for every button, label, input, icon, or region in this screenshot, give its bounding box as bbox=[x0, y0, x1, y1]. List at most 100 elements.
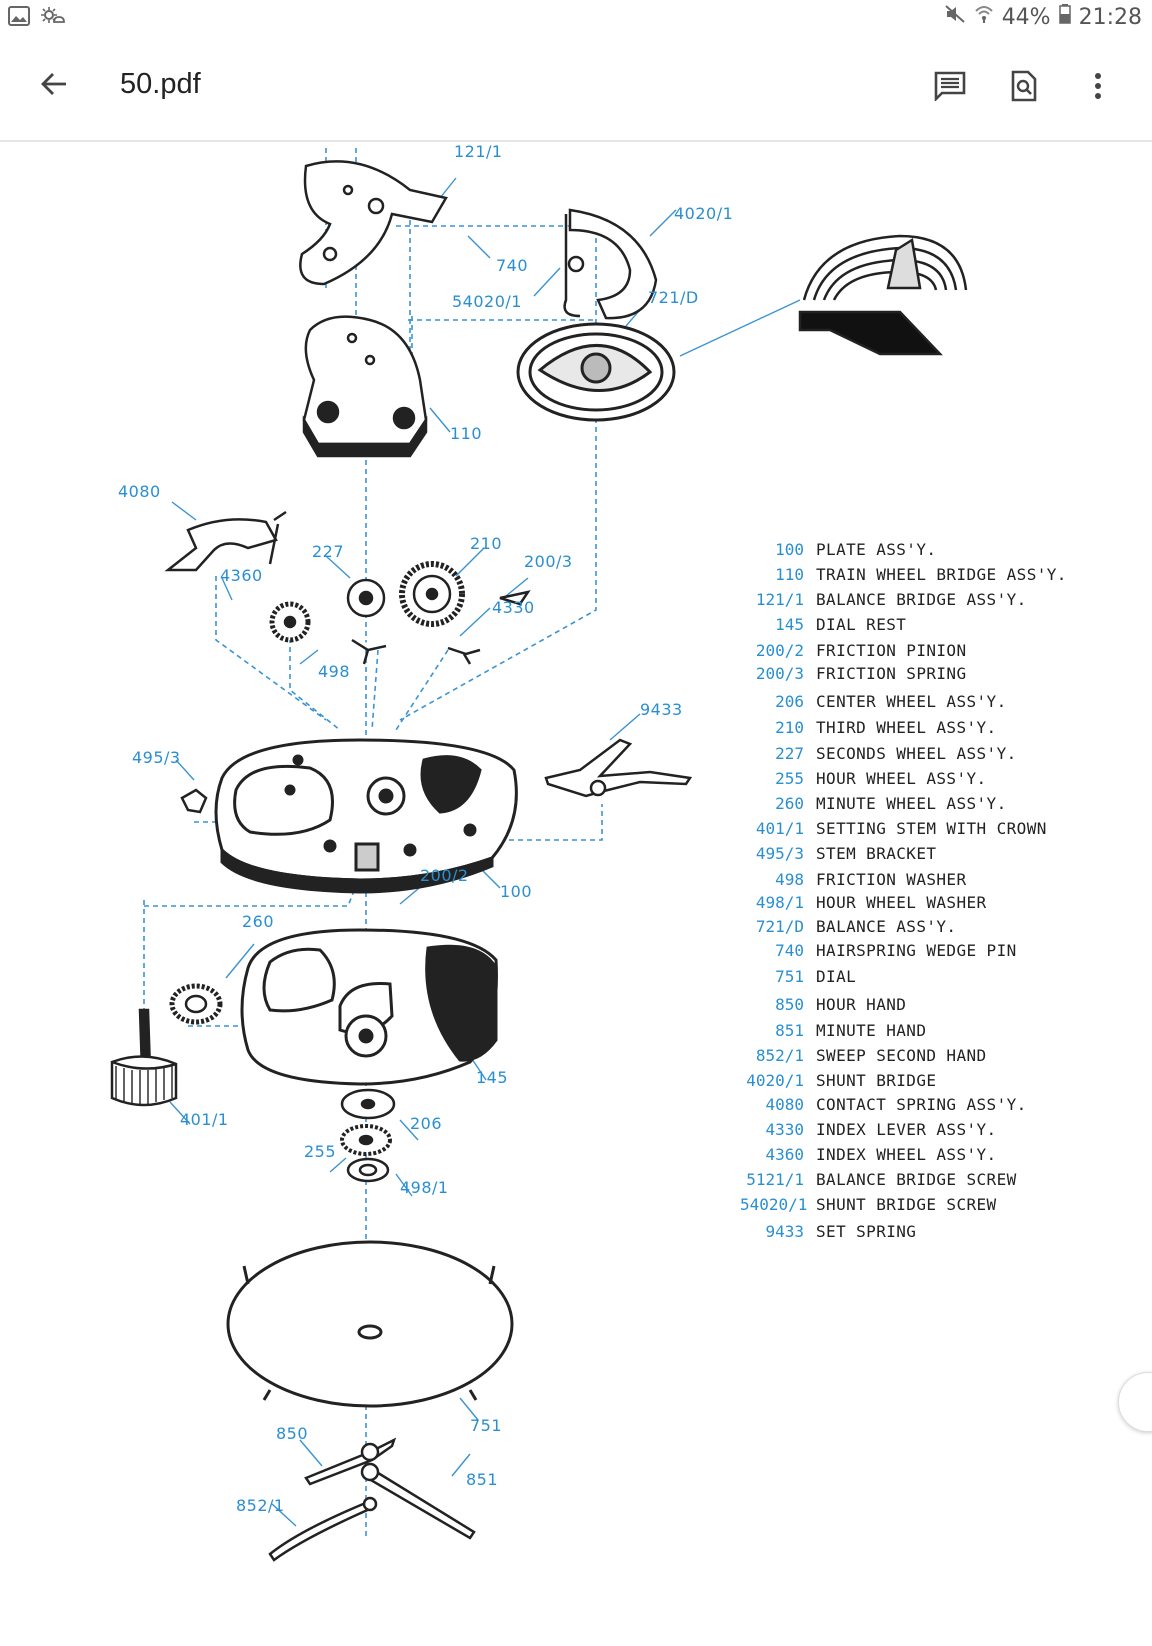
callout-210: 210 bbox=[470, 534, 503, 553]
callout-401-1: 401/1 bbox=[180, 1110, 229, 1129]
part-description: BALANCE ASS'Y. bbox=[816, 917, 957, 936]
callout-498: 498 bbox=[318, 662, 351, 681]
callout-751: 751 bbox=[470, 1416, 503, 1435]
callout-200-3: 200/3 bbox=[524, 552, 573, 571]
part-description: HOUR WHEEL WASHER bbox=[816, 893, 987, 912]
part-number: 401/1 bbox=[755, 819, 804, 838]
parts-row: 4080 CONTACT SPRING ASS'Y. bbox=[740, 1095, 1027, 1119]
comment-icon bbox=[934, 71, 966, 106]
part-number: 9433 bbox=[765, 1222, 804, 1241]
part-number: 255 bbox=[775, 769, 804, 788]
callout-850: 850 bbox=[276, 1424, 309, 1443]
parts-row: 5121/1 BALANCE BRIDGE SCREW bbox=[740, 1170, 1017, 1194]
parts-row: 54020/1 SHUNT BRIDGE SCREW bbox=[740, 1195, 997, 1219]
part-number: 260 bbox=[775, 794, 804, 813]
callout-100: 100 bbox=[500, 882, 533, 901]
callout-121-1: 121/1 bbox=[454, 142, 503, 161]
more-options-button[interactable] bbox=[1074, 64, 1122, 112]
parts-row: 498/1 HOUR WHEEL WASHER bbox=[740, 893, 987, 917]
part-description: STEM BRACKET bbox=[816, 844, 937, 863]
callout-110: 110 bbox=[450, 424, 483, 443]
callout-740: 740 bbox=[496, 256, 529, 275]
part-description: SETTING STEM WITH CROWN bbox=[816, 819, 1047, 838]
part-description: DIAL bbox=[816, 967, 857, 986]
callout-206: 206 bbox=[410, 1114, 443, 1133]
part-number: 4330 bbox=[765, 1120, 804, 1139]
find-in-page-button[interactable] bbox=[1000, 64, 1048, 112]
part-description: BALANCE BRIDGE SCREW bbox=[816, 1170, 1017, 1189]
mute-icon bbox=[944, 4, 966, 30]
find-in-page-icon bbox=[1011, 70, 1037, 107]
part-number: 740 bbox=[775, 941, 804, 960]
callout-721-d: 721/D bbox=[648, 288, 699, 307]
callout-54020-1: 54020/1 bbox=[452, 292, 522, 311]
part-description: MINUTE HAND bbox=[816, 1021, 927, 1040]
part-description: FRICTION PINION bbox=[816, 641, 967, 660]
comments-button[interactable] bbox=[926, 64, 974, 112]
part-number: 498/1 bbox=[755, 893, 804, 912]
parts-row: 495/3 STEM BRACKET bbox=[740, 844, 936, 868]
parts-row: 200/3 FRICTION SPRING bbox=[740, 664, 967, 688]
arrow-back-icon bbox=[40, 70, 68, 103]
wifi-icon bbox=[974, 4, 994, 30]
gallery-icon bbox=[8, 6, 30, 31]
part-description: CENTER WHEEL ASS'Y. bbox=[816, 692, 1007, 711]
part-number: 5121/1 bbox=[746, 1170, 804, 1189]
part-description: SHUNT BRIDGE SCREW bbox=[816, 1195, 997, 1214]
callout-4360: 4360 bbox=[220, 566, 263, 585]
part-number: 110 bbox=[775, 565, 804, 584]
more-vert-icon bbox=[1094, 72, 1102, 105]
part-description: MINUTE WHEEL ASS'Y. bbox=[816, 794, 1007, 813]
part-description: DIAL REST bbox=[816, 615, 907, 634]
callout-9433: 9433 bbox=[640, 700, 683, 719]
parts-row: 4020/1 SHUNT BRIDGE bbox=[740, 1071, 936, 1095]
part-description: SWEEP SECOND HAND bbox=[816, 1046, 987, 1065]
part-number: 200/3 bbox=[755, 664, 804, 683]
callout-227: 227 bbox=[312, 542, 345, 561]
part-number: 227 bbox=[775, 744, 804, 763]
part-description: FRICTION SPRING bbox=[816, 664, 967, 683]
part-number: 210 bbox=[775, 718, 804, 737]
callout-495-3: 495/3 bbox=[132, 748, 181, 767]
callout-260: 260 bbox=[242, 912, 275, 931]
part-description: HOUR HAND bbox=[816, 995, 907, 1014]
part-description: SECONDS WHEEL ASS'Y. bbox=[816, 744, 1017, 763]
parts-row: 227 SECONDS WHEEL ASS'Y. bbox=[740, 744, 1017, 768]
part-number: 54020/1 bbox=[740, 1195, 808, 1214]
part-number: 100 bbox=[775, 540, 804, 559]
exploded-view-diagram bbox=[110, 148, 970, 1562]
parts-row: 200/2 FRICTION PINION bbox=[740, 641, 967, 665]
back-button[interactable] bbox=[30, 62, 78, 110]
status-bar: 44% 21:28 bbox=[0, 0, 1152, 38]
part-number: 851 bbox=[775, 1021, 804, 1040]
callout-145: 145 bbox=[476, 1068, 509, 1087]
parts-row: 260 MINUTE WHEEL ASS'Y. bbox=[740, 794, 1007, 818]
parts-row: 850 HOUR HAND bbox=[740, 995, 906, 1019]
part-number: 4020/1 bbox=[746, 1071, 804, 1090]
part-number: 4080 bbox=[765, 1095, 804, 1114]
part-number: 850 bbox=[775, 995, 804, 1014]
callout-4330: 4330 bbox=[492, 598, 535, 617]
callout-498-1: 498/1 bbox=[400, 1178, 449, 1197]
part-description: CONTACT SPRING ASS'Y. bbox=[816, 1095, 1027, 1114]
part-number: 495/3 bbox=[755, 844, 804, 863]
part-number: 4360 bbox=[765, 1145, 804, 1164]
callout-200-2: 200/2 bbox=[420, 866, 469, 885]
parts-row: 851 MINUTE HAND bbox=[740, 1021, 926, 1045]
part-number: 206 bbox=[775, 692, 804, 711]
app-bar: 50.pdf bbox=[0, 38, 1152, 142]
weather-icon bbox=[40, 6, 66, 31]
pdf-page[interactable]: 121/1 4020/1 740 54020/1 721/D 110 4080 … bbox=[0, 142, 1152, 1646]
part-number: 200/2 bbox=[755, 641, 804, 660]
part-description: SHUNT BRIDGE bbox=[816, 1071, 937, 1090]
